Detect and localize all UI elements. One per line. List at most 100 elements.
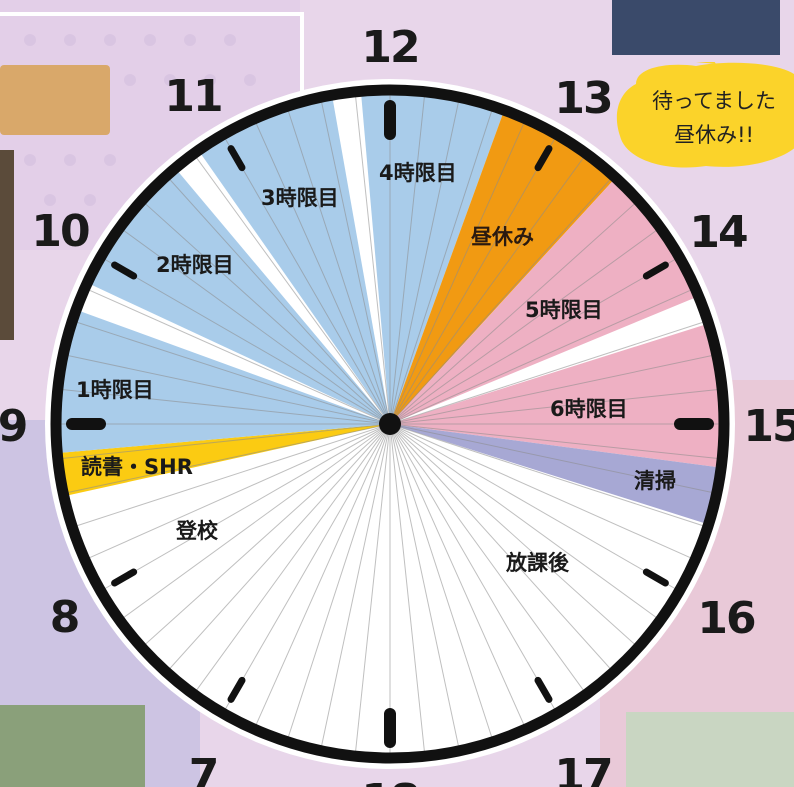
minute-spoke xyxy=(88,423,391,559)
minute-spoke xyxy=(88,289,391,425)
label-period-5: 5時限目 xyxy=(525,298,603,322)
minute-spoke xyxy=(389,354,713,425)
minute-spoke xyxy=(144,202,391,425)
label-after-school: 放課後 xyxy=(505,551,570,575)
minute-spoke xyxy=(122,423,391,619)
minute-spoke xyxy=(389,289,692,425)
minute-spoke xyxy=(255,423,391,726)
minute-spoke xyxy=(168,423,391,670)
minute-spoke xyxy=(168,178,391,425)
minute-spoke xyxy=(75,321,391,425)
minute-spoke xyxy=(389,423,719,459)
hour-12: 12 xyxy=(361,22,418,73)
hour-14: 14 xyxy=(689,207,747,258)
minute-spoke xyxy=(75,423,391,527)
minute-spoke xyxy=(389,389,719,425)
minute-spoke xyxy=(389,423,677,590)
minute-spoke xyxy=(389,423,658,619)
minute-spoke xyxy=(389,202,636,425)
hour-tick xyxy=(534,676,553,703)
photo-schoolyard xyxy=(0,705,145,787)
speech-bubble-line-2: 昼休み!! xyxy=(674,123,754,147)
minute-spoke xyxy=(389,423,612,670)
speech-bubble-text: 待ってました 昼休み!! xyxy=(634,84,794,152)
hour-10: 10 xyxy=(31,206,89,257)
hour-9: 9 xyxy=(0,401,26,452)
minute-spoke xyxy=(355,95,391,425)
hour-tick xyxy=(227,676,246,703)
minute-spoke xyxy=(389,423,556,711)
minute-spoke xyxy=(389,423,460,747)
hour-tick xyxy=(534,145,553,172)
sector-period-2 xyxy=(90,171,390,424)
minute-spoke xyxy=(61,423,391,459)
hour-15: 15 xyxy=(743,401,794,452)
minute-spoke xyxy=(320,423,391,747)
minute-spoke xyxy=(389,95,425,425)
clock-spokes xyxy=(60,94,720,754)
sector-period-1 xyxy=(59,311,390,453)
label-period-2: 2時限目 xyxy=(156,253,234,277)
minute-spoke xyxy=(103,258,391,425)
speech-bubble xyxy=(616,62,794,168)
minute-spoke xyxy=(287,423,391,739)
minute-spoke xyxy=(224,423,391,711)
minute-spoke xyxy=(67,423,391,494)
minute-spoke xyxy=(144,423,391,646)
photo-student-top-right xyxy=(612,0,780,55)
minute-spoke xyxy=(103,423,391,590)
hour-18: 18 xyxy=(361,775,418,787)
hour-16: 16 xyxy=(697,593,755,644)
minute-spoke xyxy=(389,137,556,425)
label-commute: 登校 xyxy=(175,519,219,543)
sector-period-5 xyxy=(390,180,695,424)
minute-spoke xyxy=(195,156,391,425)
minute-spoke xyxy=(389,258,677,425)
minute-spoke xyxy=(389,101,460,425)
label-period-1: 1時限目 xyxy=(76,378,154,402)
minute-spoke xyxy=(389,178,612,425)
minute-spoke xyxy=(389,423,585,692)
photo-student-bottom-right xyxy=(626,712,794,787)
photo-classroom-desk xyxy=(0,65,110,135)
minute-spoke xyxy=(389,423,425,753)
minute-spoke xyxy=(224,137,391,425)
minute-spoke xyxy=(320,101,391,425)
sector-period-4 xyxy=(361,94,503,425)
hour-8: 8 xyxy=(50,592,79,643)
minute-spoke xyxy=(389,423,525,726)
label-reading-shr: 読書・SHR xyxy=(81,455,193,479)
minute-spoke xyxy=(389,122,525,425)
label-lunch: 昼休み xyxy=(471,225,534,249)
label-period-3: 3時限目 xyxy=(261,186,339,210)
hour-13: 13 xyxy=(554,73,611,124)
hour-tick xyxy=(227,145,246,172)
minute-spoke xyxy=(122,229,391,425)
speech-bubble-line-1: 待ってました xyxy=(652,89,776,113)
hour-tick xyxy=(642,568,669,587)
minute-spoke xyxy=(389,321,705,425)
hour-17: 17 xyxy=(554,750,611,787)
minute-spoke xyxy=(355,423,391,753)
minute-spoke xyxy=(389,423,493,739)
label-cleaning: 清掃 xyxy=(634,469,676,493)
sector-period-6 xyxy=(390,324,720,468)
clock-tick-marks xyxy=(66,100,714,748)
minute-spoke xyxy=(67,354,391,425)
hour-tick xyxy=(111,568,138,587)
hour-tick xyxy=(642,261,669,280)
clock-center-pin xyxy=(379,413,401,435)
hour-7: 7 xyxy=(189,750,218,787)
label-period-6: 6時限目 xyxy=(550,397,628,421)
hour-11: 11 xyxy=(164,71,221,122)
minute-spoke xyxy=(389,423,705,527)
minute-spoke xyxy=(389,229,658,425)
minute-spoke xyxy=(255,122,391,425)
hour-tick xyxy=(111,261,138,280)
label-period-4: 4時限目 xyxy=(379,161,457,185)
minute-spoke xyxy=(389,109,493,425)
photo-student-left xyxy=(0,150,14,340)
clock-face-border xyxy=(50,84,730,764)
sector-cleaning xyxy=(390,424,718,524)
